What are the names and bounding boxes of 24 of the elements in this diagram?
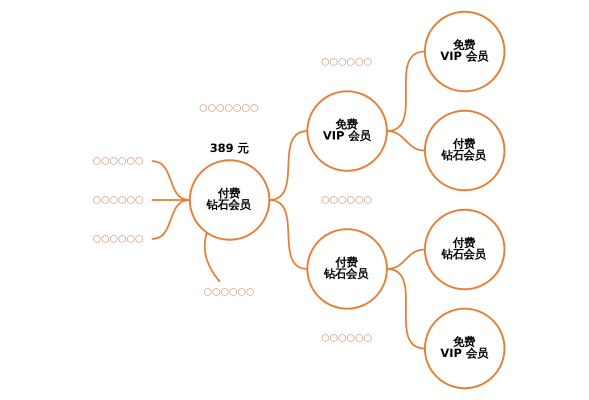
node-circle: 免费 VIP 会员 xyxy=(423,10,505,92)
node-circle: 付费 钻石会员 xyxy=(188,159,270,241)
node-circle: 免费 VIP 会员 xyxy=(423,308,505,390)
node-circle: 付费 钻石会员 xyxy=(306,228,388,310)
connector xyxy=(268,199,308,270)
label: ○○○○○○○ xyxy=(198,102,258,114)
node-circle: 付费 钻石会员 xyxy=(423,110,505,192)
label: ○○○○○○ xyxy=(320,332,372,344)
label: ○○○○○○ xyxy=(320,194,372,206)
connector xyxy=(151,199,190,201)
node-circle: 免费 VIP 会员 xyxy=(306,90,388,172)
node-text: ○○○○○○ xyxy=(92,194,143,206)
node-text: ○○○○○○ xyxy=(92,233,143,244)
connector xyxy=(386,130,424,152)
node-label: 389 元 xyxy=(209,140,248,155)
connector xyxy=(386,268,425,350)
connector xyxy=(151,199,190,240)
label: ○○○○○○ xyxy=(320,56,372,68)
node-text: ○○○○○○ xyxy=(92,156,143,167)
node-text: ○○○○○○ xyxy=(203,286,254,298)
connector xyxy=(386,50,425,132)
connector xyxy=(203,232,220,282)
node-circle: 付费 钻石会员 xyxy=(423,208,505,290)
connector xyxy=(151,160,190,201)
